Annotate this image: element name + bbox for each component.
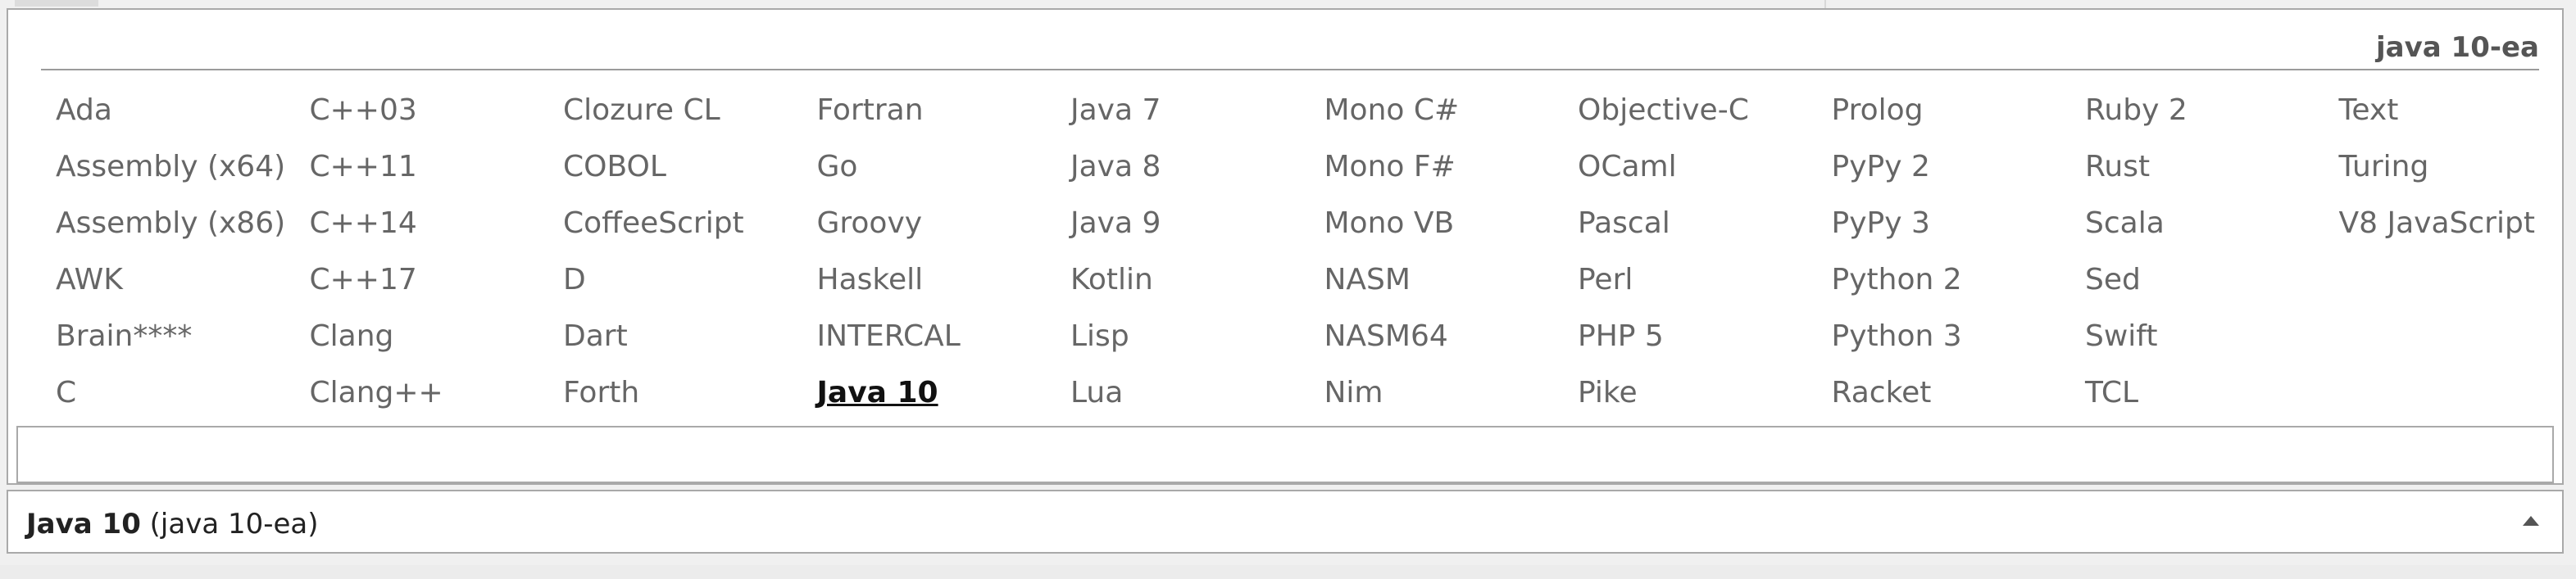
language-option[interactable]: Racket	[1831, 376, 1932, 409]
language-option[interactable]: Assembly (x86)	[56, 206, 286, 240]
language-option[interactable]: C	[56, 376, 77, 409]
language-option[interactable]: Groovy	[816, 206, 923, 240]
selected-language-bar[interactable]: Java 10 (java 10-ea)	[7, 490, 2564, 554]
language-grid-empty-cell	[2339, 364, 2576, 421]
language-option[interactable]: Sed	[2085, 263, 2141, 296]
language-option[interactable]: Java 9	[1070, 206, 1161, 240]
language-option[interactable]: NASM	[1324, 263, 1411, 296]
language-option[interactable]: COBOL	[563, 150, 666, 183]
version-tag: java 10-ea	[2376, 31, 2539, 64]
language-option[interactable]: Ada	[56, 93, 112, 127]
language-option[interactable]: C++03	[309, 93, 417, 127]
language-option[interactable]: Python 2	[1831, 263, 1962, 296]
language-option[interactable]: Java 7	[1070, 93, 1161, 127]
language-option[interactable]: Scala	[2085, 206, 2165, 240]
panel-header: java 10-ea	[41, 20, 2539, 70]
language-option[interactable]: Text	[2338, 93, 2399, 127]
language-option[interactable]: Python 3	[1831, 319, 1962, 353]
language-option[interactable]: INTERCAL	[816, 319, 961, 353]
language-option[interactable]: Kotlin	[1070, 263, 1153, 296]
language-option[interactable]: Turing	[2338, 150, 2429, 183]
language-option[interactable]: Go	[816, 150, 858, 183]
language-option[interactable]: NASM64	[1324, 319, 1448, 353]
language-option[interactable]: OCaml	[1578, 150, 1677, 183]
language-grid-empty-cell	[2339, 308, 2576, 364]
language-option[interactable]: Fortran	[816, 93, 924, 127]
language-option[interactable]: Clang++	[309, 376, 443, 409]
caret-up-icon[interactable]	[2523, 516, 2539, 526]
language-option[interactable]: Forth	[563, 376, 640, 409]
language-option[interactable]: Haskell	[816, 263, 924, 296]
selected-language-version: (java 10-ea)	[149, 508, 319, 541]
language-panel: java 10-ea Ada Assembly (x64) Assembly (…	[7, 8, 2564, 485]
language-option[interactable]: Brain****	[56, 319, 193, 353]
bottom-strip	[0, 565, 2576, 579]
language-option[interactable]: Clozure CL	[563, 93, 720, 127]
language-option[interactable]: PyPy 3	[1831, 206, 1930, 240]
language-option[interactable]: Lisp	[1070, 319, 1129, 353]
language-option[interactable]: Dart	[563, 319, 628, 353]
language-option[interactable]: Mono F#	[1324, 150, 1456, 183]
top-strip	[0, 0, 2576, 8]
language-option[interactable]: Prolog	[1831, 93, 1924, 127]
language-option[interactable]: D	[563, 263, 586, 296]
language-option[interactable]: C++14	[309, 206, 417, 240]
language-option[interactable]: Lua	[1070, 376, 1124, 409]
language-option[interactable]: PyPy 2	[1831, 150, 1930, 183]
language-option[interactable]: Rust	[2085, 150, 2151, 183]
selected-language-name: Java 10	[26, 508, 141, 541]
language-option[interactable]: Mono C#	[1324, 93, 1460, 127]
tab-stub[interactable]	[15, 0, 98, 7]
language-option[interactable]: Clang	[309, 319, 394, 353]
language-option[interactable]: Swift	[2085, 319, 2158, 353]
language-option[interactable]: Assembly (x64)	[56, 150, 286, 183]
divider	[1824, 0, 1826, 8]
language-option[interactable]: TCL	[2085, 376, 2139, 409]
language-option[interactable]: V8 JavaScript	[2338, 206, 2535, 240]
language-option[interactable]: PHP 5	[1578, 319, 1664, 353]
language-option[interactable]: Perl	[1578, 263, 1633, 296]
language-option[interactable]: CoffeeScript	[563, 206, 744, 240]
language-option[interactable]: Nim	[1324, 376, 1383, 409]
selected-language-label: Java 10 (java 10-ea)	[26, 508, 319, 541]
language-option[interactable]: AWK	[56, 263, 123, 296]
language-option[interactable]: Ruby 2	[2085, 93, 2188, 127]
language-option[interactable]: C++17	[309, 263, 417, 296]
language-grid: Ada Assembly (x64) Assembly (x86) AWK Br…	[56, 82, 2547, 421]
language-option[interactable]: C++11	[309, 150, 417, 183]
language-option-selected[interactable]: Java 10	[816, 376, 938, 409]
language-option[interactable]: Pike	[1578, 376, 1638, 409]
language-grid-empty-cell	[2339, 251, 2576, 308]
language-option[interactable]: Java 8	[1070, 150, 1161, 183]
language-option[interactable]: Pascal	[1578, 206, 1670, 240]
language-filter-input[interactable]	[16, 426, 2554, 483]
language-option[interactable]: Mono VB	[1324, 206, 1455, 240]
language-option[interactable]: Objective-C	[1578, 93, 1749, 127]
